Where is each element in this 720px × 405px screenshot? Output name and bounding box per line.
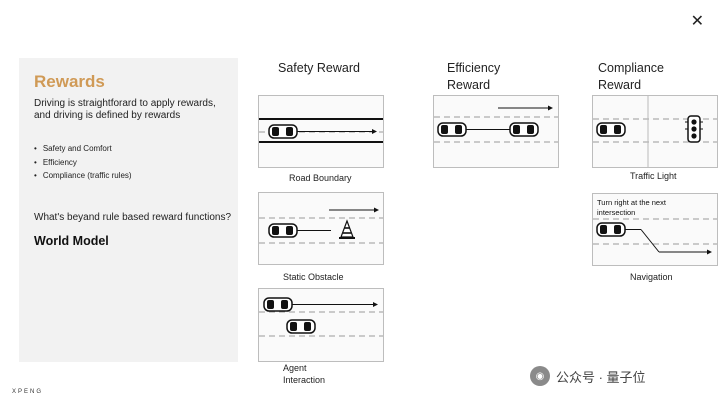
brand-wordmark: XPENG — [12, 389, 44, 395]
xpeng-logo-icon: ✕ — [690, 13, 704, 30]
traffic-cone-icon — [339, 219, 355, 239]
navigation-scene: Turn right at the next intersection — [592, 193, 718, 266]
navigation-instruction: Turn right at the next intersection — [597, 198, 666, 217]
traffic-light-caption: Traffic Light — [630, 171, 677, 181]
rewards-title: Rewards — [34, 72, 105, 91]
bullet-efficiency: Efficiency — [34, 156, 132, 170]
navigation-caption: Navigation — [630, 272, 673, 282]
efficiency-reward-title: Efficiency Reward — [447, 61, 501, 92]
watermark: ◉ 公众号 · 量子位 — [530, 366, 646, 386]
rewards-intro: Driving is straightforard to apply rewar… — [34, 98, 216, 121]
safety-reward-title: Safety Reward — [278, 61, 360, 75]
traffic-light-icon — [685, 115, 703, 143]
bullet-safety: Safety and Comfort — [34, 142, 132, 156]
question-text: What's beyand rule based reward function… — [34, 212, 232, 223]
rewards-panel — [19, 58, 238, 362]
efficiency-scene — [433, 95, 559, 168]
static-obstacle-caption: Static Obstacle — [283, 272, 344, 282]
lead-car-icon — [509, 122, 539, 137]
bullet-compliance: Compliance (traffic rules) — [34, 169, 132, 183]
traffic-light-scene — [592, 95, 718, 168]
ego-car-icon — [268, 124, 298, 139]
compliance-reward-title: Compliance Reward — [598, 61, 665, 92]
ego-car-icon — [596, 222, 626, 237]
agent-car-icon — [263, 297, 293, 312]
ego-car-icon — [437, 122, 467, 137]
ego-car-icon — [596, 122, 626, 137]
reward-bullet-list: Safety and Comfort Efficiency Compliance… — [34, 142, 132, 183]
wechat-icon: ◉ — [530, 366, 550, 386]
static-obstacle-scene — [258, 192, 384, 265]
watermark-text: 公众号 · 量子位 — [556, 369, 646, 385]
road-boundary-caption: Road Boundary — [289, 173, 352, 183]
world-model-text: World Model — [34, 234, 109, 248]
ego-car-icon — [268, 223, 298, 238]
agent-interaction-caption: Agent Interaction — [283, 363, 326, 385]
agent-interaction-scene — [258, 288, 384, 362]
road-boundary-scene — [258, 95, 384, 168]
ego-car-icon — [286, 319, 316, 334]
